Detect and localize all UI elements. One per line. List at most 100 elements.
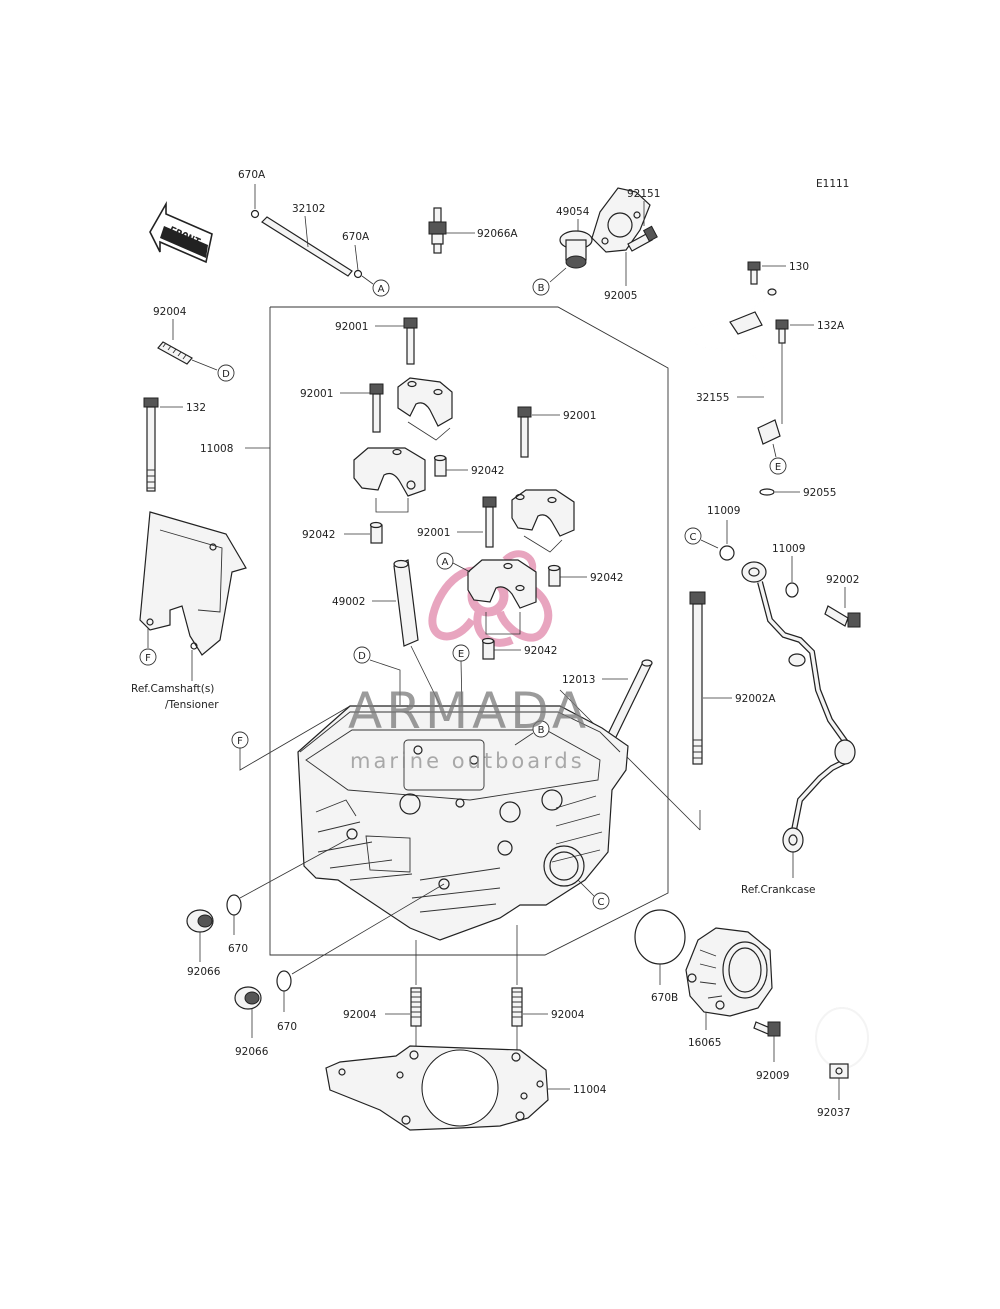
label-670b: 670B	[651, 992, 678, 1004]
label-132a: 132A	[817, 320, 845, 332]
callout-b-top: B	[538, 283, 545, 294]
plug-92066-b	[234, 986, 262, 1010]
label-92066-a: 92066	[187, 966, 221, 978]
label-16065: 16065	[688, 1037, 721, 1049]
label-132: 132	[186, 402, 206, 414]
label-92004-top: 92004	[153, 306, 187, 318]
label-92002a: 92002A	[735, 693, 776, 705]
cam-cap-b	[353, 447, 426, 497]
callout-c-center: C	[598, 897, 605, 908]
bolt-132	[143, 397, 159, 492]
label-92066-b: 92066	[235, 1046, 269, 1058]
part-49054-thermostat	[559, 230, 593, 269]
label-11008: 11008	[200, 443, 233, 455]
oring-670-b	[276, 970, 292, 992]
cam-cap-c	[511, 489, 575, 537]
dowel-92042-c	[547, 564, 561, 587]
sensor-92066a	[428, 207, 447, 254]
dowel-92042-d	[481, 637, 495, 660]
ref-camshaft-line2: /Tensioner	[165, 699, 219, 711]
guide-49002	[393, 559, 419, 647]
label-11009-b: 11009	[772, 543, 805, 555]
stud-92004-left	[410, 987, 422, 1027]
label-92004-right: 92004	[551, 1009, 585, 1021]
label-92009: 92009	[756, 1070, 789, 1082]
label-11004: 11004	[573, 1084, 607, 1096]
banjo-bolt-92002	[824, 605, 861, 628]
label-32155: 32155	[696, 392, 729, 404]
head-gasket-11004	[325, 1045, 549, 1131]
intake-holder-16065	[685, 927, 773, 1017]
oil-pipe-32155	[686, 288, 781, 445]
callout-e-center: E	[458, 649, 464, 660]
label-92037: 92037	[817, 1107, 850, 1119]
cam-cap-a	[397, 377, 453, 427]
watermark-brand: ARMADA	[348, 682, 590, 740]
label-92001-a: 92001	[335, 321, 368, 333]
callout-a-center: A	[442, 557, 449, 568]
label-670-a: 670	[228, 943, 248, 955]
stud-92004-top	[157, 341, 193, 365]
assembly-outline	[269, 306, 669, 956]
callout-f-left: F	[145, 653, 151, 664]
bolt-92001-b	[369, 383, 384, 433]
bolt-92009	[753, 1021, 781, 1037]
label-92055: 92055	[803, 487, 836, 499]
plug-92066-a	[186, 909, 214, 933]
bolt-92002a	[689, 591, 706, 765]
label-32102: 32102	[292, 203, 325, 215]
oring-670-a	[226, 894, 242, 916]
front-arrow-icon: FRONT	[149, 200, 213, 264]
callout-b-center: B	[538, 725, 545, 736]
label-92001-b: 92001	[300, 388, 333, 400]
oring-670b	[634, 909, 686, 965]
diagram-code: E1111	[816, 178, 849, 190]
dowel-92042-a	[433, 454, 447, 477]
label-92004-left: 92004	[343, 1009, 377, 1021]
washer-11009-a	[719, 545, 735, 561]
callout-a-top: A	[378, 284, 385, 295]
stud-92004-right	[511, 987, 523, 1027]
label-11009-a: 11009	[707, 505, 740, 517]
label-49054: 49054	[556, 206, 590, 218]
washer-92055	[759, 488, 775, 496]
label-670a-2: 670A	[342, 231, 370, 243]
label-92042-b: 92042	[302, 529, 335, 541]
bolt-92151	[627, 225, 658, 252]
washer-11009-b	[785, 582, 799, 598]
label-92042-c: 92042	[590, 572, 623, 584]
callout-d-center: D	[358, 651, 366, 662]
ref-crankcase: Ref.Crankcase	[741, 884, 816, 896]
part-92005-cover	[591, 187, 651, 253]
callout-e-right: E	[775, 462, 781, 473]
label-92042-a: 92042	[471, 465, 504, 477]
label-92042-d: 92042	[524, 645, 557, 657]
oring-670a-small	[250, 209, 260, 219]
label-92151: 92151	[627, 188, 660, 200]
label-12013: 12013	[562, 674, 595, 686]
label-92005: 92005	[604, 290, 637, 302]
cylinder-head-11008	[297, 705, 629, 941]
label-92001-c: 92001	[563, 410, 596, 422]
rod-32102	[261, 216, 353, 277]
label-92001-d: 92001	[417, 527, 450, 539]
bolt-132a	[775, 319, 789, 344]
bolt-92001-a	[403, 317, 418, 365]
callout-d-left: D	[222, 369, 230, 380]
ref-camshaft-line1: Ref.Camshaft(s)	[131, 683, 214, 695]
label-92002: 92002	[826, 574, 859, 586]
bolt-92001-c	[517, 406, 532, 458]
oring-670a-small-2	[353, 269, 363, 279]
guide-plate	[139, 511, 247, 656]
label-49002: 49002	[332, 596, 365, 608]
callout-c-right: C	[690, 532, 697, 543]
label-92066a: 92066A	[477, 228, 518, 240]
label-670-b: 670	[277, 1021, 297, 1033]
label-670a-1: 670A	[238, 169, 266, 181]
clamp-92037	[815, 1007, 869, 1079]
oil-line	[741, 561, 856, 853]
label-130: 130	[789, 261, 809, 273]
dowel-92042-b	[369, 521, 383, 544]
